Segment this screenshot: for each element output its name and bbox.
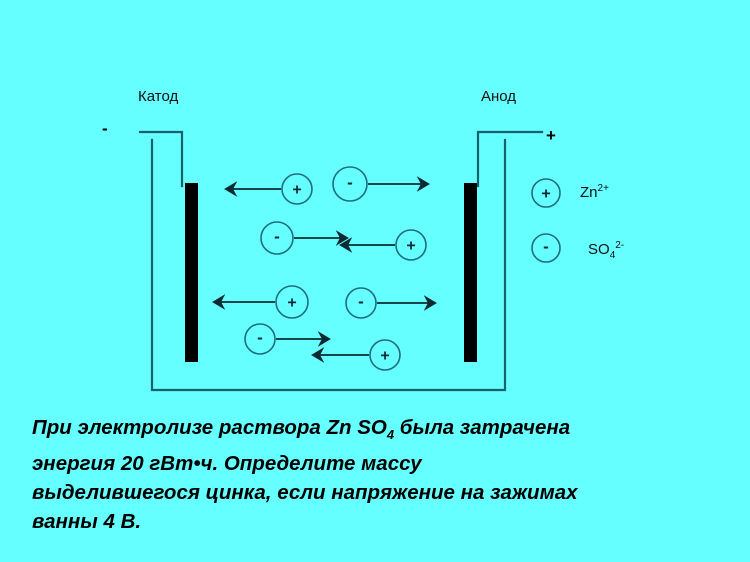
cathode-label: Катод: [138, 88, 179, 105]
ion-charge-sign: -: [257, 328, 263, 347]
ion-cation: +: [224, 173, 313, 205]
ion-charge-sign: -: [543, 237, 549, 256]
ion-drift-arrow-head: [339, 237, 353, 253]
ion-anion: -: [260, 221, 349, 255]
problem-line-4: ванны 4 В.: [32, 510, 142, 534]
ion-charge-sign: -: [347, 173, 353, 192]
ion-circle: [369, 339, 401, 371]
problem-line-2: энергия 20 гВт•ч. Определите массу: [32, 452, 422, 476]
electrolysis-tank: [150, 138, 507, 392]
cathode-electrode: [185, 183, 198, 362]
ion-charge-sign: +: [541, 186, 550, 203]
negative-terminal-sign: -: [102, 119, 108, 138]
problem-line-1a: При электролизе раствора Zn SO: [32, 416, 387, 439]
ion-circle: [345, 287, 377, 319]
ion-circle: [275, 285, 309, 319]
circuit-wires: [138, 130, 544, 188]
ion-circle: [332, 166, 368, 202]
ion-drift-arrow-head: [416, 176, 430, 192]
legend-zn-base: Zn: [580, 184, 598, 201]
ion-anion: -: [345, 287, 437, 319]
legend-zn-charge: 2+: [597, 183, 609, 194]
ion-charge-sign: +: [406, 238, 415, 255]
problem-statement: При электролизе раствора Zn SO4 была зат…: [32, 413, 722, 536]
ion-circle: [244, 323, 276, 355]
problem-line-1-subscript: 4: [386, 427, 395, 443]
problem-line-3: выделившегося цинка, если напряжение на …: [32, 481, 578, 505]
legend-so4-count: 4: [609, 250, 616, 261]
ion-drift-arrow-head: [317, 331, 331, 347]
ion-charge-sign: -: [274, 227, 280, 246]
ion-anion: -: [332, 166, 430, 202]
cathode-wire: [138, 130, 184, 188]
ion-circle: [531, 178, 561, 208]
positive-terminal-sign: +: [546, 126, 556, 145]
legend-label-zinc-ion: Zn2+: [580, 183, 609, 201]
anode-wire: [476, 130, 544, 188]
anode-electrode: [464, 183, 477, 362]
ion-circle: [281, 173, 313, 205]
ion-charge-sign: +: [287, 295, 296, 312]
tank-outline: [150, 138, 507, 392]
ion-layer: + - - + + - - +: [212, 166, 437, 371]
legend-ion-anion: -: [531, 233, 561, 263]
ion-cation: +: [339, 229, 427, 261]
ion-circle: [395, 229, 427, 261]
ion-anion: -: [244, 323, 331, 355]
ion-charge-sign: -: [358, 292, 364, 311]
ion-charge-sign: +: [292, 182, 301, 199]
electrodes: [185, 183, 477, 362]
ion-circle: [531, 233, 561, 263]
ion-cation: +: [212, 285, 309, 319]
ion-cation: +: [311, 339, 401, 371]
problem-line-1b: была затрачена: [394, 416, 571, 439]
anode-label: Анод: [481, 88, 517, 105]
legend-label-sulfate-ion: SO42-: [588, 240, 624, 261]
ion-drift-arrow-head: [224, 181, 238, 197]
legend-so4-base: SO: [588, 241, 610, 258]
ion-drift-arrow-head: [212, 294, 226, 310]
legend-so4-charge: 2-: [615, 240, 625, 251]
ion-charge-sign: +: [380, 348, 389, 365]
ion-drift-arrow-head: [311, 347, 325, 363]
problem-line-1: При электролизе раствора Zn SO4 была зат…: [32, 413, 722, 449]
ion-drift-arrow-head: [423, 295, 437, 311]
legend-ion-layer: +-: [531, 178, 561, 263]
legend-ion-cation: +: [531, 178, 561, 208]
ion-drift-arrow-head: [335, 230, 349, 246]
ion-circle: [260, 221, 294, 255]
